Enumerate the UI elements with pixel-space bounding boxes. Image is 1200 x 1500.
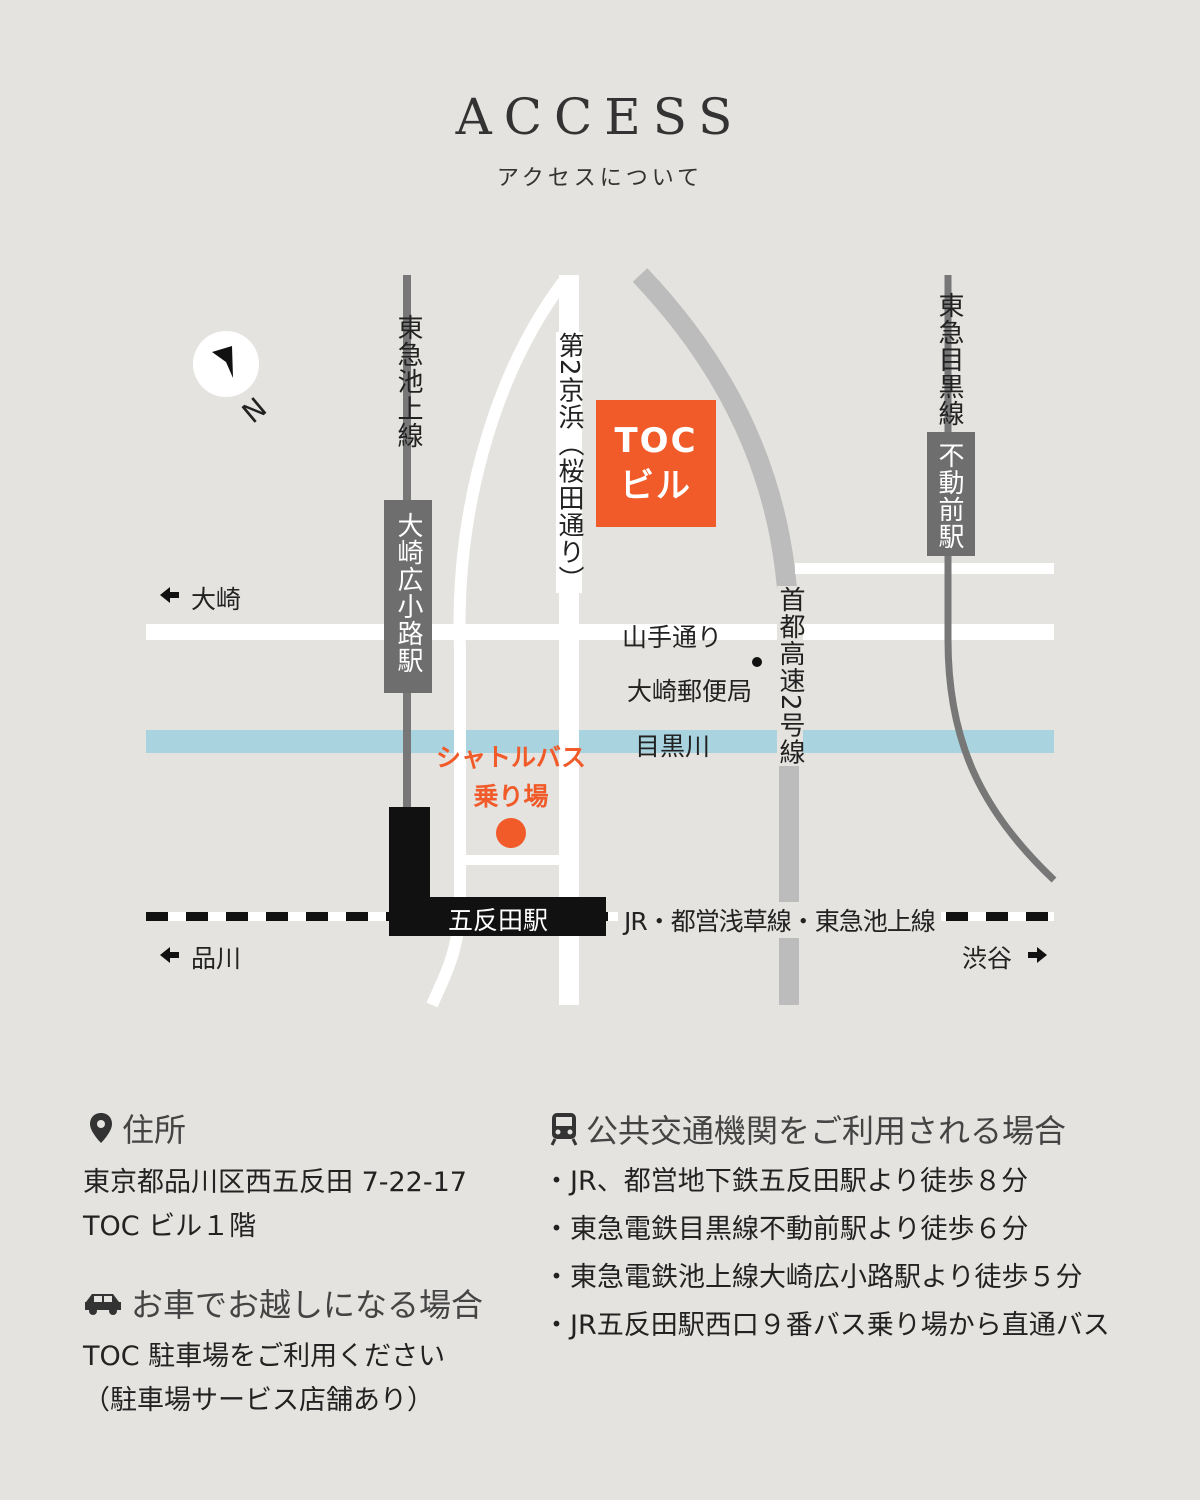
post-office-dot bbox=[752, 657, 762, 667]
osaki-hirokoji-station-label: 大崎広小路駅 bbox=[393, 512, 423, 674]
curved-road bbox=[426, 278, 568, 1008]
yamate-road-label: 山手通り bbox=[622, 623, 723, 652]
direction-shibuya: 渋谷 bbox=[962, 944, 1013, 973]
transit-list: ・JR、都営地下鉄五反田駅より徒歩８分 ・東急電鉄目黒線不動前駅より徒歩６分 ・… bbox=[543, 1158, 1110, 1350]
toc-building-suffix: ビル bbox=[620, 465, 692, 506]
ikegami-line-label: 東急池上線 bbox=[393, 314, 423, 449]
toc-building: TOC ビル bbox=[596, 400, 716, 527]
osaki-hirokoji-station-box bbox=[384, 500, 432, 693]
transit-heading: 公共交通機関をご利用される場合 bbox=[550, 1106, 1066, 1152]
rail-line-label: JR・都営浅草線・東急池上線 bbox=[618, 902, 941, 938]
shuttle-label-2: 乗り場 bbox=[473, 782, 549, 811]
location-pin-icon bbox=[90, 1113, 112, 1143]
compass bbox=[193, 331, 259, 397]
expressway-label: 首都高速2号線 bbox=[775, 586, 805, 766]
direction-osaki: 大崎 bbox=[191, 585, 242, 614]
fudomae-station-label: 不動前駅 bbox=[934, 442, 964, 550]
river-label: 目黒川 bbox=[635, 732, 711, 761]
toc-building-name: TOC bbox=[614, 421, 698, 462]
side-road bbox=[795, 563, 1054, 574]
address-heading: 住所 bbox=[88, 1105, 186, 1151]
post-office-label: 大崎郵便局 bbox=[627, 677, 753, 706]
car-line-1: TOC 駐車場をご利用ください bbox=[83, 1341, 446, 1372]
compass-arrow-icon bbox=[212, 346, 233, 378]
river bbox=[146, 730, 1054, 753]
transit-item: ・東急電鉄目黒線不動前駅より徒歩６分 bbox=[543, 1214, 1029, 1245]
car-icon bbox=[85, 1294, 121, 1315]
page-subtitle: アクセスについて bbox=[496, 166, 704, 191]
keihin-road-label: 第2京浜（桜田通り） bbox=[554, 332, 584, 593]
page-title: ACCESS bbox=[455, 88, 745, 146]
arrow-left-icon bbox=[160, 587, 179, 603]
direction-shinagawa: 品川 bbox=[191, 944, 242, 973]
meguro-line-label: 東急目黒線 bbox=[934, 292, 964, 427]
transit-item: ・東急電鉄池上線大崎広小路駅より徒歩５分 bbox=[543, 1262, 1083, 1293]
meguro-line bbox=[944, 275, 1057, 883]
car-heading-text: お車でお越しになる場合 bbox=[131, 1286, 484, 1324]
train-icon bbox=[550, 1113, 578, 1146]
address-line-2: TOC ビル１階 bbox=[83, 1211, 257, 1242]
arrow-right-icon bbox=[1028, 947, 1047, 963]
shuttle-stop-dot bbox=[496, 818, 526, 848]
shuttle-label: シャトルバス bbox=[435, 743, 586, 772]
transit-item: ・JR五反田駅西口９番バス乗り場から直通バス bbox=[543, 1310, 1110, 1341]
address-heading-text: 住所 bbox=[122, 1111, 187, 1149]
yamate-road bbox=[146, 624, 1054, 640]
fudomae-station-box bbox=[927, 432, 975, 556]
gotanda-station-shape bbox=[389, 807, 606, 936]
car-line-2: （駐車場サービス店舗あり） bbox=[83, 1385, 434, 1416]
address-line-1: 東京都品川区西五反田 7-22-17 bbox=[83, 1167, 467, 1198]
small-road bbox=[460, 855, 570, 865]
gotanda-station-label: 五反田駅 bbox=[448, 906, 549, 935]
arrow-left-icon bbox=[160, 947, 179, 963]
car-heading: お車でお越しになる場合 bbox=[83, 1280, 483, 1326]
transit-heading-text: 公共交通機関をご利用される場合 bbox=[586, 1112, 1067, 1150]
transit-item: ・JR、都営地下鉄五反田駅より徒歩８分 bbox=[543, 1166, 1029, 1197]
